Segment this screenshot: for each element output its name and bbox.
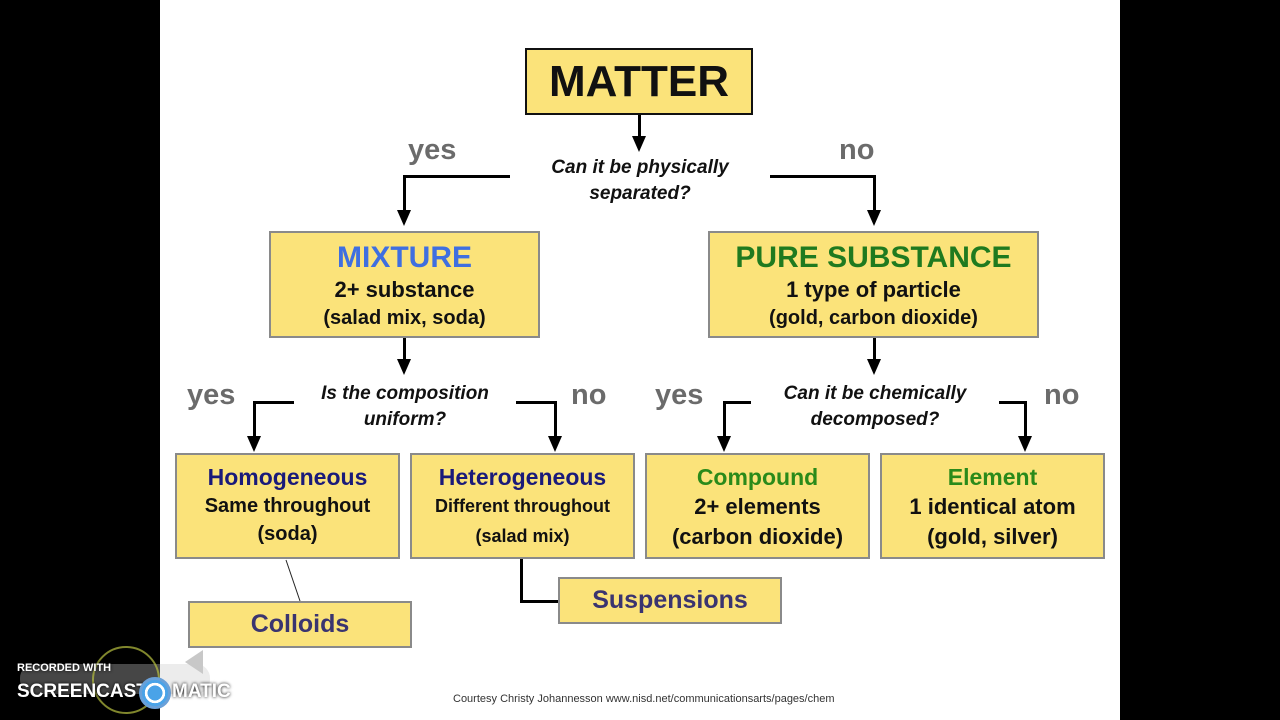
credit-text: Courtesy Christy Johannesson www.nisd.ne… xyxy=(453,693,835,705)
suspensions-label: Suspensions xyxy=(592,586,748,614)
connector xyxy=(873,338,876,360)
arrow-down-icon xyxy=(397,359,411,375)
connector xyxy=(723,401,726,437)
compound-box: Compound 2+ elements (carbon dioxide) xyxy=(645,453,870,559)
answer-yes: yes xyxy=(187,379,236,411)
arrow-down-icon xyxy=(632,136,646,152)
arrow-down-icon xyxy=(247,436,261,452)
connector xyxy=(638,115,641,137)
heterogeneous-title: Heterogeneous xyxy=(438,464,607,490)
watermark-recorded-with: RECORDED WITH xyxy=(17,662,112,674)
connector xyxy=(1024,401,1027,437)
connector xyxy=(723,401,751,404)
answer-yes: yes xyxy=(408,134,457,166)
heterogeneous-box: Heterogeneous Different throughout (sala… xyxy=(410,453,635,559)
pure-substance-title: PURE SUBSTANCE xyxy=(735,241,1012,274)
homogeneous-title: Homogeneous xyxy=(207,464,368,490)
connector xyxy=(770,175,876,178)
colloids-connector xyxy=(285,559,301,602)
element-box: Element 1 identical atom (gold, silver) xyxy=(880,453,1105,559)
compound-title: Compound xyxy=(696,464,819,490)
colloids-label: Colloids xyxy=(250,610,350,638)
screencast-logo-icon xyxy=(139,677,171,709)
answer-no: no xyxy=(1044,379,1080,411)
element-title: Element xyxy=(947,464,1038,490)
homogeneous-box: Homogeneous Same throughout (soda) xyxy=(175,453,400,559)
mixture-box: MIXTURE 2+ substance (salad mix, soda) xyxy=(269,231,540,338)
matter-box: MATTER xyxy=(525,48,753,115)
previous-slide-icon[interactable] xyxy=(185,650,203,674)
connector xyxy=(253,401,256,437)
watermark-matic: MATIC xyxy=(172,681,231,702)
connector xyxy=(403,338,406,360)
answer-yes: yes xyxy=(655,379,704,411)
connector xyxy=(403,175,406,211)
question-chemically-decomposed: Can it be chemically decomposed? xyxy=(783,383,967,430)
answer-no: no xyxy=(571,379,607,411)
connector xyxy=(520,559,523,603)
arrow-down-icon xyxy=(397,210,411,226)
connector xyxy=(520,600,560,603)
connector xyxy=(516,401,557,404)
connector xyxy=(253,401,294,404)
pure-substance-box: PURE SUBSTANCE 1 type of particle (gold,… xyxy=(708,231,1039,338)
connector xyxy=(403,175,510,178)
question-composition-uniform: Is the composition uniform? xyxy=(321,383,489,430)
arrow-down-icon xyxy=(1018,436,1032,452)
answer-no: no xyxy=(839,134,875,166)
arrow-down-icon xyxy=(867,210,881,226)
arrow-down-icon xyxy=(867,359,881,375)
connector xyxy=(999,401,1027,404)
question-physically-separated: Can it be physically separated? xyxy=(551,157,729,204)
arrow-down-icon xyxy=(717,436,731,452)
connector xyxy=(873,175,876,211)
connector xyxy=(554,401,557,437)
mixture-title: MIXTURE xyxy=(337,241,472,274)
matter-label: MATTER xyxy=(548,57,730,106)
watermark-screencast: SCREENCAST xyxy=(17,681,148,702)
colloids-box: Colloids xyxy=(188,601,412,648)
suspensions-box: Suspensions xyxy=(558,577,782,624)
arrow-down-icon xyxy=(548,436,562,452)
